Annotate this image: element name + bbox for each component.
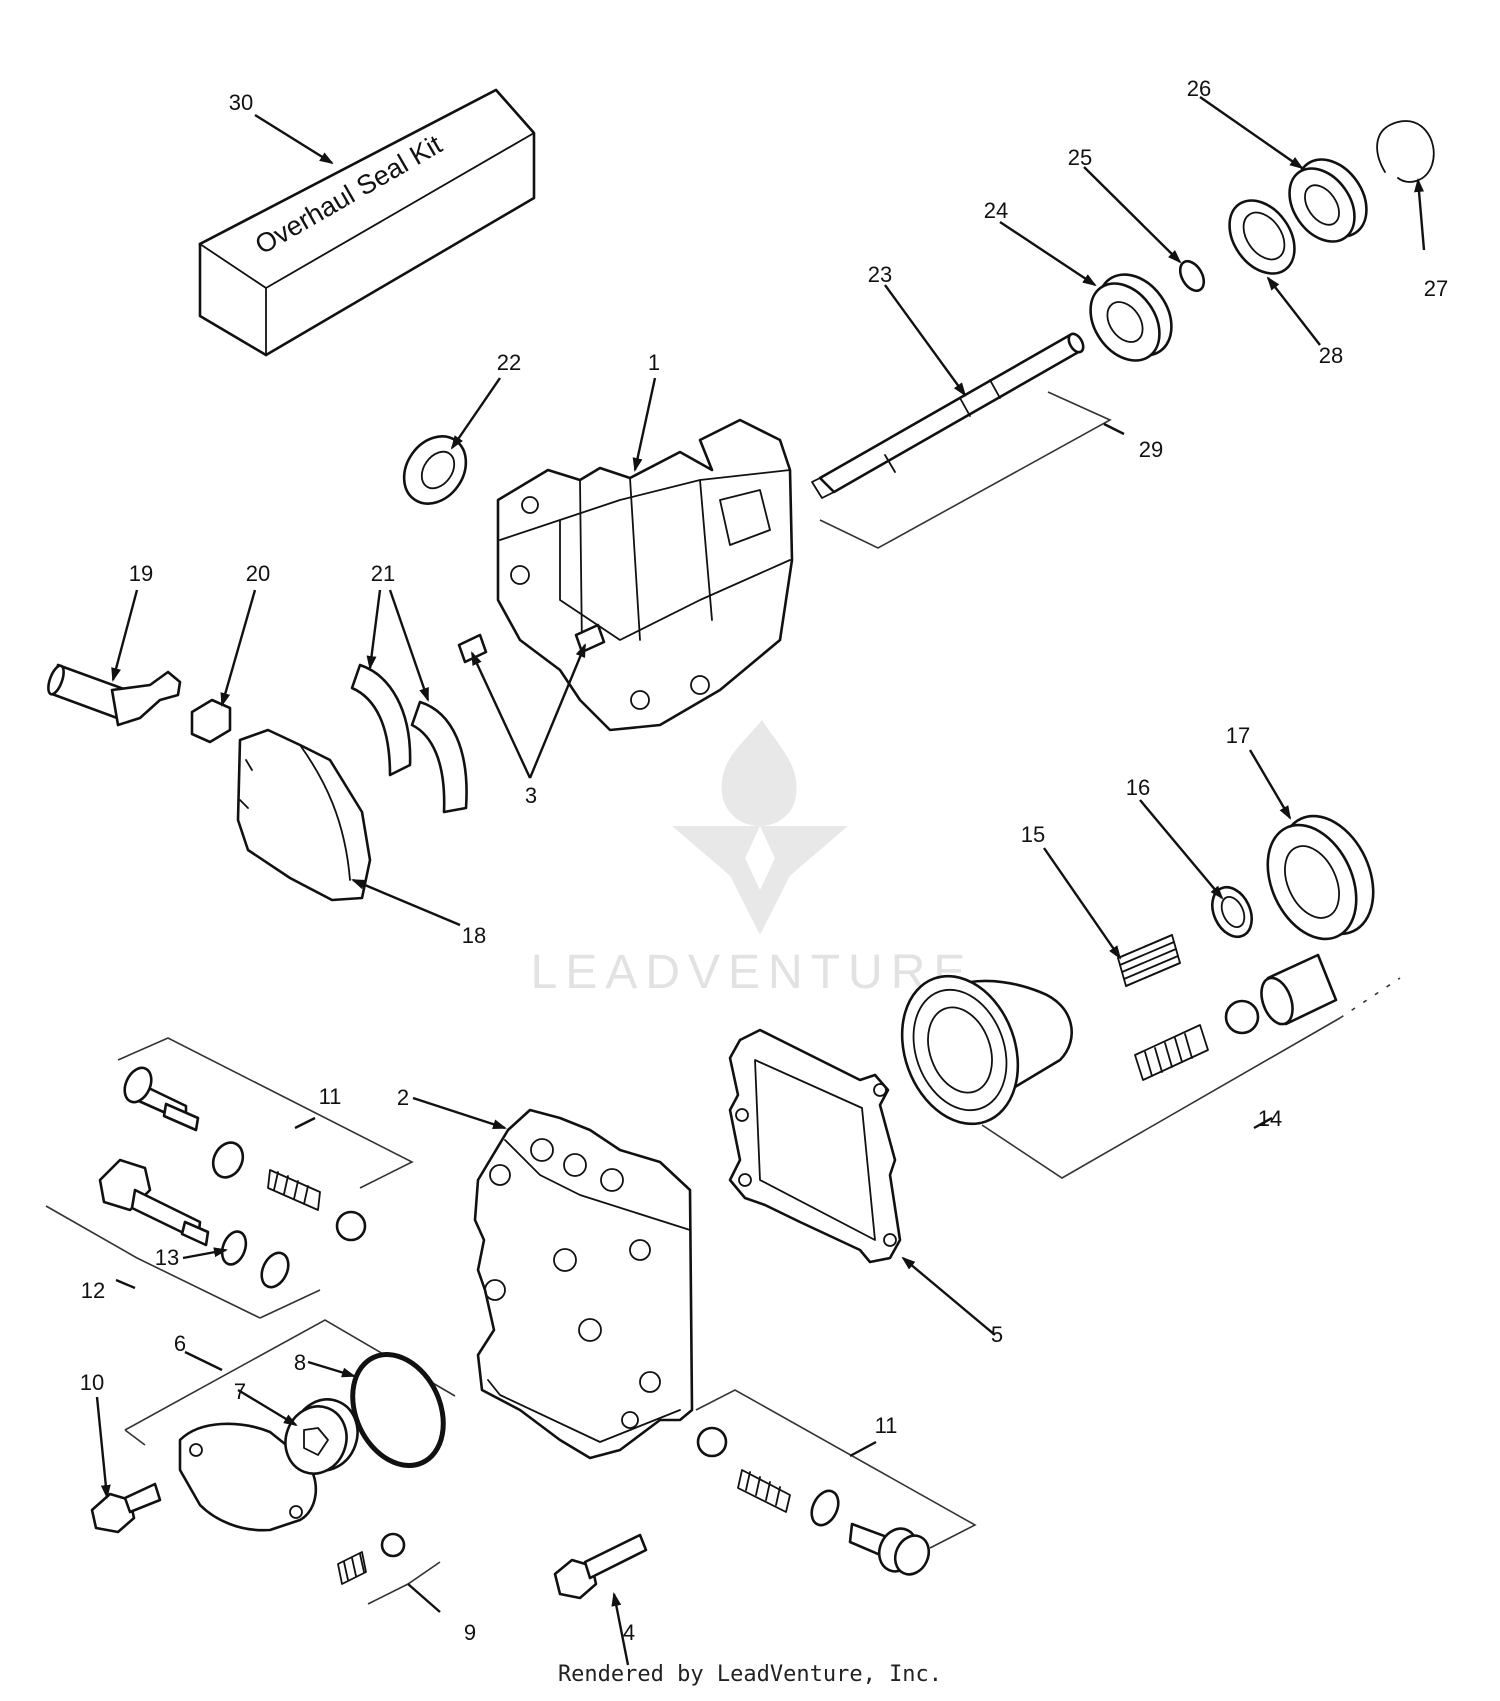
callout-5: 5 [991, 1322, 1003, 1347]
callout-3: 3 [525, 783, 537, 808]
snap-ring-upper [211, 1141, 245, 1179]
retaining-ring-27 [1376, 120, 1435, 183]
overhaul-seal-kit-box: Overhaul Seal Kit [198, 88, 536, 357]
spring-9 [337, 1551, 367, 1585]
callout-27: 27 [1424, 276, 1448, 301]
callout-9: 9 [464, 1620, 476, 1645]
swashplate-inserts-21 [350, 663, 468, 814]
callout-13: 13 [155, 1245, 179, 1270]
washer-13 [220, 1230, 248, 1266]
callout-23: 23 [868, 262, 892, 287]
check-valve-plug-lower [848, 1522, 931, 1576]
nut-20 [190, 698, 232, 744]
callout-6: 6 [174, 1331, 186, 1356]
callout-30: 30 [229, 90, 253, 115]
callout-25: 25 [1068, 145, 1092, 170]
callout-14: 14 [1258, 1106, 1282, 1131]
pump-housing-upper [496, 418, 794, 732]
callout-4: 4 [623, 1620, 635, 1645]
callout-10: 10 [80, 1370, 104, 1395]
capscrew-4 [553, 1533, 648, 1600]
leader-lines [95, 96, 1426, 1666]
group-bracket-12-right [259, 1289, 321, 1319]
watermark-logo [672, 720, 848, 935]
callout-12: 12 [81, 1278, 105, 1303]
bypass-valve-12 [98, 1158, 210, 1247]
callout-1: 1 [648, 350, 660, 375]
group-bracket-9 [367, 1561, 441, 1605]
callout-22: 22 [497, 350, 521, 375]
callout-26: 26 [1187, 76, 1211, 101]
spring-15 [1117, 934, 1181, 987]
group-bracket-11-upper [117, 1037, 414, 1189]
bearing-24 [1089, 273, 1173, 362]
group-bracket-14 [981, 1017, 1341, 1179]
callout-20: 20 [246, 561, 270, 586]
bearing-17 [1266, 814, 1375, 941]
check-valve-plug-upper [123, 1066, 200, 1132]
drive-shaft [811, 332, 1085, 499]
o-ring-8 [350, 1352, 446, 1468]
group-bracket-12 [45, 1205, 261, 1319]
callout-17: 17 [1226, 723, 1250, 748]
ball-upper [335, 1210, 367, 1242]
callout-15: 15 [1021, 822, 1045, 847]
piston-ball [1224, 999, 1260, 1035]
callout-29: 29 [1139, 437, 1163, 462]
group-bracket-11-lower [695, 1389, 977, 1549]
gasket-5 [728, 1028, 902, 1264]
group-bracket-6-lower [124, 1429, 146, 1446]
watermark-text: LEADVENTURE [531, 946, 974, 999]
group-bracket-29 [819, 391, 1112, 549]
seal-22 [402, 435, 468, 505]
capscrew-10 [90, 1482, 162, 1534]
piston [1260, 953, 1338, 1026]
cover-plate-6 [178, 1422, 318, 1532]
control-shaft-19 [47, 663, 182, 727]
callout-8: 8 [294, 1350, 306, 1375]
center-section-2 [473, 1108, 694, 1460]
ball-lower [696, 1426, 728, 1458]
callout-19: 19 [129, 561, 153, 586]
callout-24: 24 [984, 198, 1008, 223]
callout-28: 28 [1319, 343, 1343, 368]
callout-11-lower: 11 [875, 1413, 898, 1438]
washer-28 [1228, 199, 1296, 275]
ball-9 [380, 1532, 406, 1558]
cylinder-block-14 [900, 974, 1073, 1126]
group-bracket-14-dash [1339, 977, 1401, 1019]
piston-spring [1134, 1024, 1209, 1081]
spring-upper [267, 1169, 321, 1211]
credit-footer: Rendered by LeadVenture, Inc. [557, 1662, 943, 1687]
callout-21: 21 [371, 561, 395, 586]
washer-16 [1211, 885, 1253, 939]
callout-2: 2 [397, 1085, 409, 1110]
callout-16: 16 [1126, 775, 1150, 800]
snap-ring-lower [260, 1251, 290, 1289]
spring-lower [737, 1469, 791, 1513]
seal-26 [1288, 158, 1368, 243]
callout-11-upper: 11 [319, 1084, 342, 1109]
cover-18 [236, 728, 372, 902]
callout-18: 18 [462, 923, 486, 948]
callout-numbers: 30 26 25 24 23 27 28 22 1 29 19 20 21 3 … [80, 76, 1448, 1645]
snap-ring-lower-right [810, 1489, 840, 1527]
callout-7: 7 [234, 1379, 246, 1404]
snap-ring-25 [1178, 259, 1206, 293]
charge-pump-rotor-7 [284, 1398, 359, 1475]
